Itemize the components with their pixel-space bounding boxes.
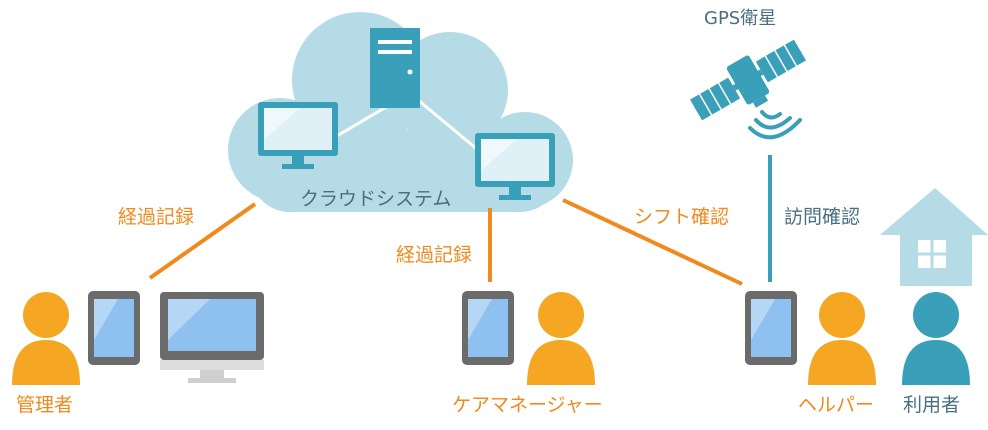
helper-person-icon xyxy=(808,292,876,385)
helper-name: ヘルパー xyxy=(798,394,875,416)
user-name: 利用者 xyxy=(903,394,961,416)
satellite-icon xyxy=(690,39,806,121)
admin-tablet-icon xyxy=(88,291,140,365)
cloud-label: クラウドシステム xyxy=(300,188,452,210)
gps-link-label: 訪問確認 xyxy=(784,206,861,228)
house-icon xyxy=(880,188,988,286)
helper-tablet-icon xyxy=(745,291,797,365)
manager-tablet-icon xyxy=(462,291,514,365)
admin-link-line xyxy=(148,202,257,280)
orange-links xyxy=(148,198,743,286)
user-person-icon xyxy=(902,292,970,385)
server-icon xyxy=(370,28,420,108)
satellite-label: GPS衛星 xyxy=(704,8,777,29)
admin-monitor-icon xyxy=(160,292,264,383)
cloud-monitor-left-icon xyxy=(258,102,338,169)
cloud-monitor-right-icon xyxy=(475,133,555,200)
manager-name: ケアマネージャー xyxy=(452,394,603,416)
admin-link-label: 経過記録 xyxy=(118,206,195,228)
manager-person-icon xyxy=(527,292,595,385)
manager-link-label: 経過記録 xyxy=(396,244,473,266)
helper-link-label: シフト確認 xyxy=(634,206,730,228)
signal-waves-icon xyxy=(748,110,802,140)
admin-person-icon xyxy=(12,292,80,385)
admin-name: 管理者 xyxy=(16,394,74,416)
helper-link-line xyxy=(562,198,743,286)
